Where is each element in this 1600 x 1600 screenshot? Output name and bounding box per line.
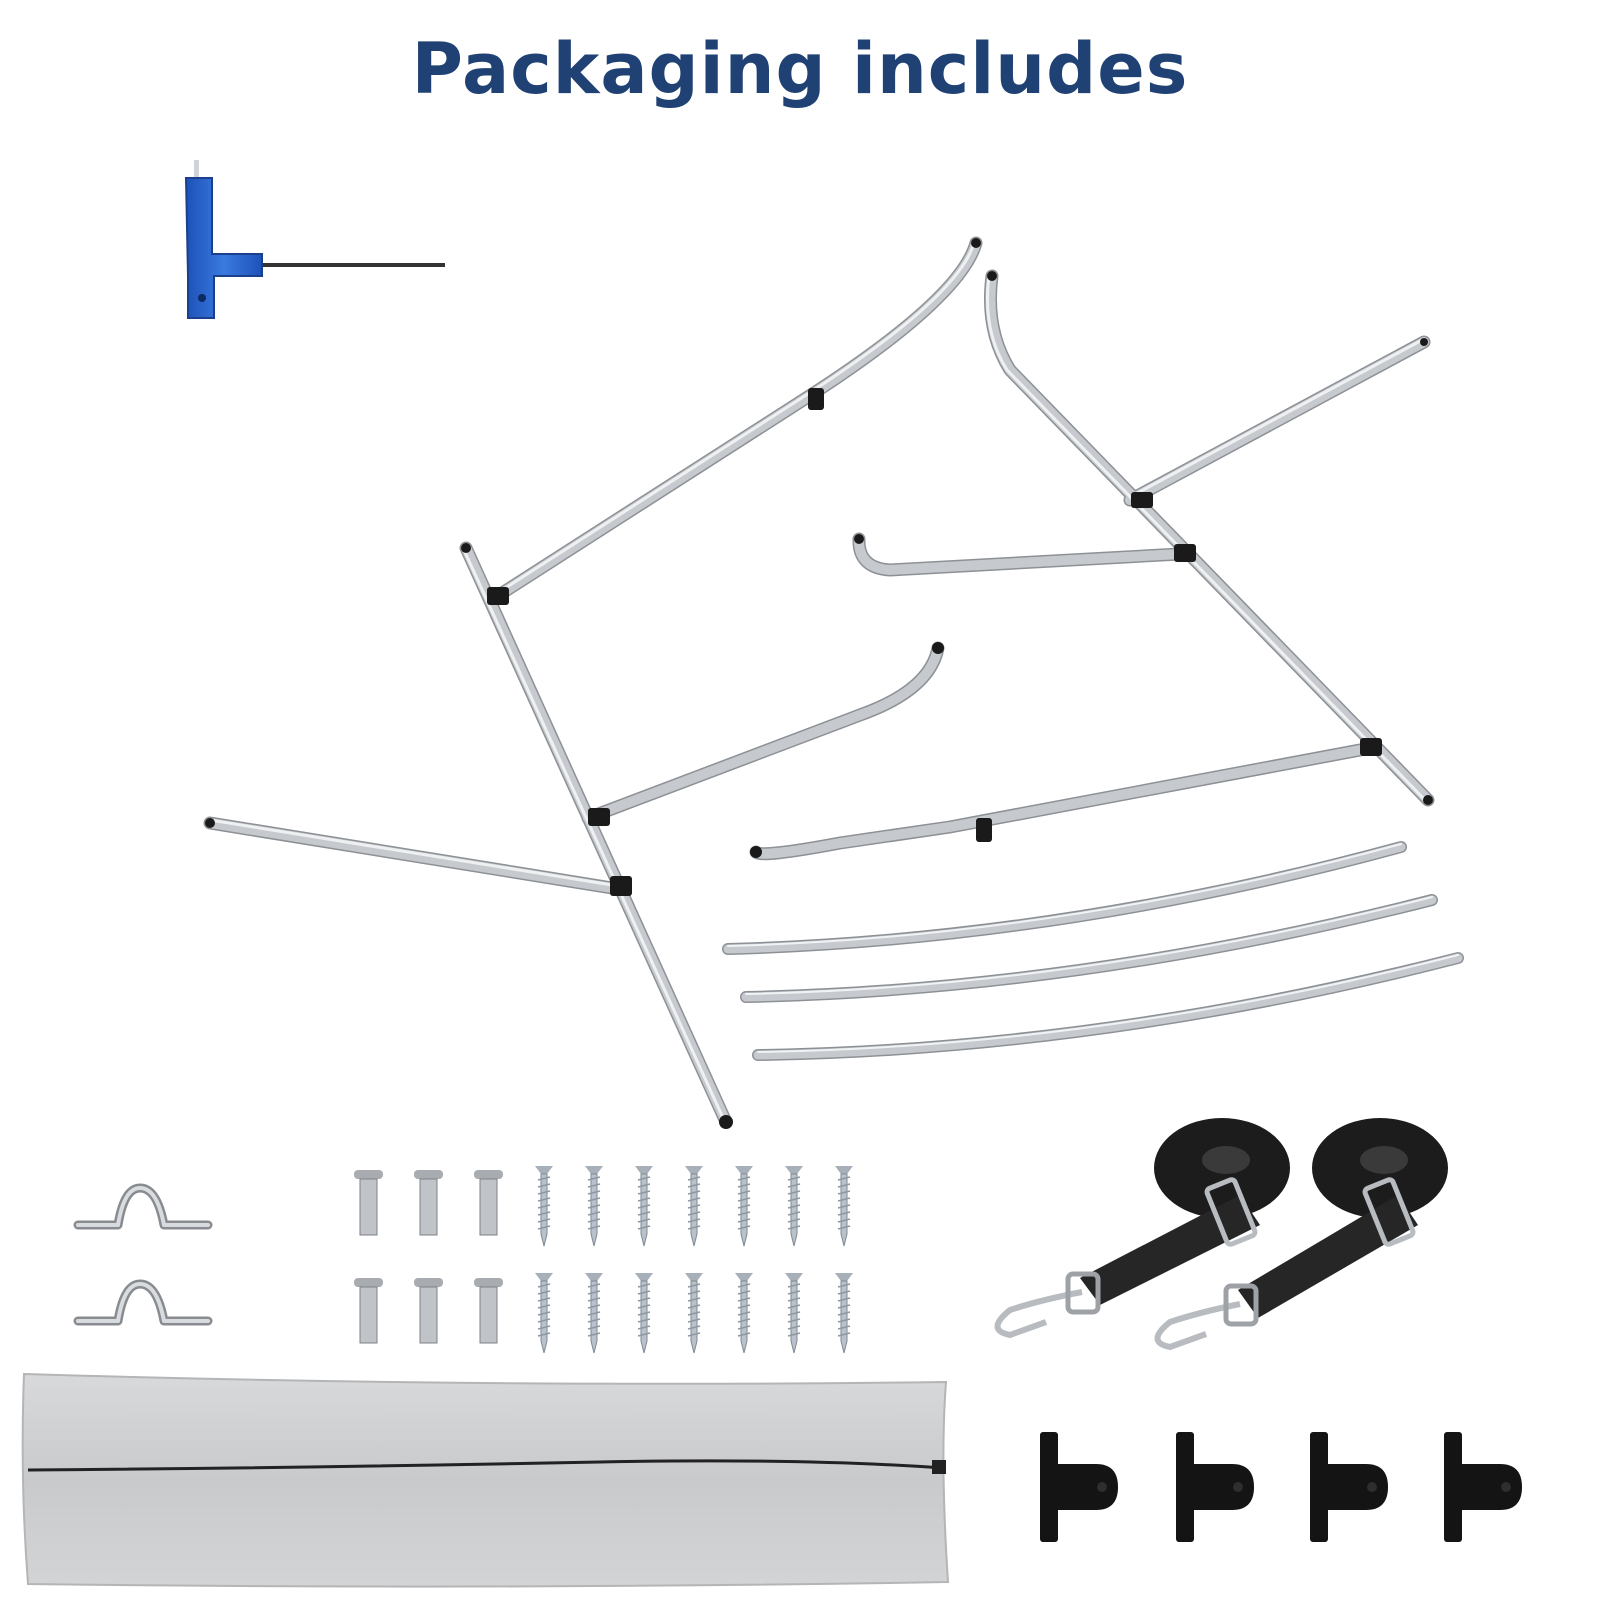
self-tapping-screw-icon	[535, 1166, 853, 1354]
self-tapping-screw	[785, 1166, 803, 1247]
curved-support-bows-icon	[722, 841, 1464, 1061]
t-handle-hex-wrench-icon	[184, 160, 445, 319]
self-tapping-screw	[535, 1166, 553, 1247]
self-tapping-screw	[635, 1273, 653, 1354]
self-tapping-screw	[835, 1166, 853, 1247]
self-tapping-screw	[735, 1166, 753, 1247]
self-tapping-screw	[535, 1273, 553, 1354]
self-tapping-screw	[585, 1273, 603, 1354]
eye-strap-icon	[73, 1183, 213, 1326]
deck-hinge-mount-icon	[1040, 1432, 1522, 1542]
page-title: Packaging includes	[411, 28, 1189, 110]
self-tapping-screw	[735, 1273, 753, 1354]
storage-bag-icon	[21, 1372, 950, 1588]
self-tapping-screw	[785, 1273, 803, 1354]
bimini-frame-poles-icon	[203, 236, 1435, 1129]
self-tapping-screw	[585, 1166, 603, 1247]
self-tapping-screw	[635, 1166, 653, 1247]
self-tapping-screw	[685, 1273, 703, 1354]
self-tapping-screw	[835, 1273, 853, 1354]
tie-down-strap-icon	[994, 1118, 1448, 1351]
machine-screw-icon	[354, 1170, 503, 1344]
self-tapping-screw	[685, 1166, 703, 1247]
